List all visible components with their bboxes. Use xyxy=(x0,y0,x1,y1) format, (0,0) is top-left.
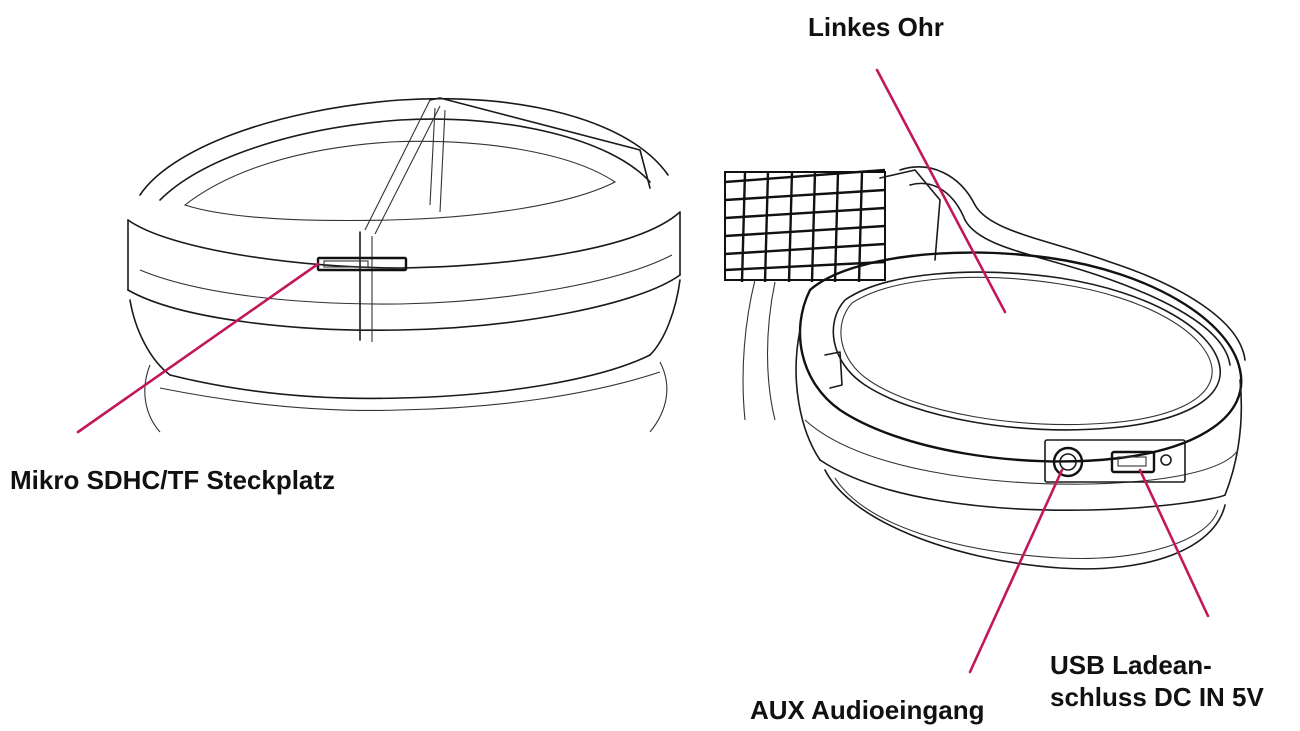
leader-line-left-ear xyxy=(875,68,1007,314)
label-usb-line2: schluss DC IN 5V xyxy=(1050,682,1265,712)
label-left-ear: Linkes Ohr xyxy=(808,12,944,42)
hinge-block xyxy=(724,168,941,421)
leader-lines xyxy=(76,68,1210,674)
leader-line-sd-slot xyxy=(76,262,320,434)
label-usb-line1: USB Ladean- xyxy=(1050,650,1212,680)
label-sd-slot: Mikro SDHC/TF Steckplatz xyxy=(10,465,335,495)
right-earcup-drawing xyxy=(127,97,681,433)
label-aux-input: AUX Audioeingang xyxy=(750,695,984,725)
leader-line-usb xyxy=(1138,468,1210,618)
left-earcup-drawing xyxy=(724,166,1246,570)
callout-labels: Linkes Ohr Mikro SDHC/TF Steckplatz AUX … xyxy=(10,12,1265,725)
leader-line-aux xyxy=(968,468,1064,674)
